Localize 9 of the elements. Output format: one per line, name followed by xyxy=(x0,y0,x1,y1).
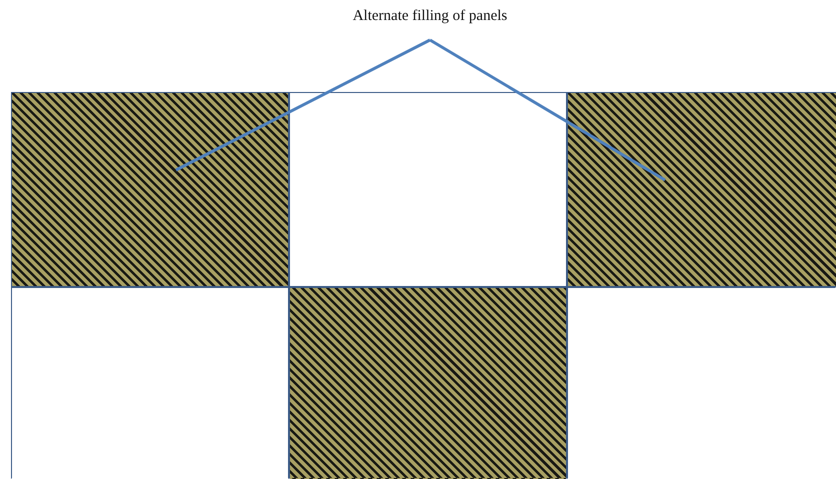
hatched-panel xyxy=(567,92,836,287)
blank-panel xyxy=(289,92,567,287)
hatched-panel xyxy=(289,287,567,479)
blank-panel xyxy=(567,287,836,479)
hatched-panel xyxy=(11,92,289,287)
callout-text: Alternate filling of panels xyxy=(280,8,580,25)
blank-panel xyxy=(11,287,289,479)
leader-line xyxy=(175,38,431,172)
leader-line xyxy=(429,38,666,182)
